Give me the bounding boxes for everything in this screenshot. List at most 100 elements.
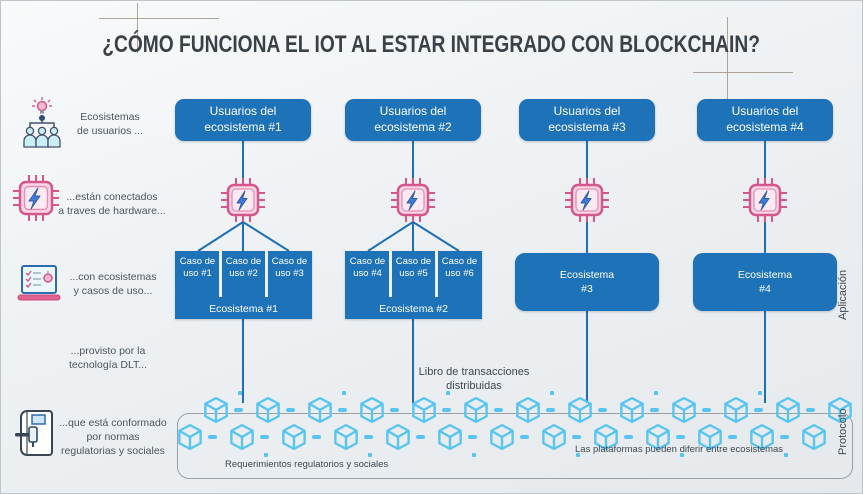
regulatory-note: Requerimientos regulatorios y sociales xyxy=(225,459,389,470)
chain-dot xyxy=(472,453,476,457)
chain-link-icon xyxy=(494,408,503,412)
chain-dot xyxy=(576,453,580,457)
ecosystem-2-group[interactable]: Caso de uso #4 Caso de uso #5 Caso de us… xyxy=(345,251,482,319)
crosshair-decoration xyxy=(99,18,219,19)
blockchain-cube-icon xyxy=(747,422,777,452)
chain-link-icon xyxy=(468,435,477,439)
chain-link-icon xyxy=(260,435,269,439)
chain-link-icon xyxy=(598,408,607,412)
divider xyxy=(435,251,438,297)
use-case-5-box[interactable]: Caso de uso #5 xyxy=(395,256,432,280)
application-layer-label: Aplicación xyxy=(837,269,849,321)
chain-link-icon xyxy=(416,435,425,439)
blockchain-cube-icon xyxy=(279,422,309,452)
chip-node-icon xyxy=(742,177,788,223)
crosshair-decoration xyxy=(137,3,138,53)
chain-link-icon xyxy=(338,408,347,412)
protocol-container xyxy=(177,413,853,479)
rail-label-dlt: ...provisto por la tecnología DLT... xyxy=(68,345,148,371)
chain-link-icon xyxy=(234,408,243,412)
chip-node-icon xyxy=(564,177,610,223)
blockchain-cube-icon xyxy=(825,395,855,425)
use-case-2-box[interactable]: Caso de uso #2 xyxy=(225,256,262,280)
ecosystem-4-box[interactable]: Ecosistema #4 xyxy=(693,253,837,311)
chain-dot xyxy=(758,391,762,395)
chain-dot xyxy=(238,391,242,395)
chain-dot xyxy=(680,453,684,457)
chain-link-icon xyxy=(650,408,659,412)
chain-link-icon xyxy=(728,435,737,439)
blockchain-cube-icon xyxy=(409,395,439,425)
blockchain-cube-icon xyxy=(539,422,569,452)
users-ecosystem-3-box[interactable]: Usuarios del ecosistema #3 xyxy=(519,99,655,141)
blockchain-cube-icon xyxy=(695,422,725,452)
page-title: ¿CÓMO FUNCIONA EL IOT AL ESTAR INTEGRADO… xyxy=(102,31,761,58)
divider xyxy=(219,251,222,297)
chain-dot xyxy=(264,453,268,457)
blockchain-cube-icon xyxy=(357,395,387,425)
blockchain-cube-icon xyxy=(565,395,595,425)
blockchain-cube-icon xyxy=(643,422,673,452)
chain-link-icon xyxy=(676,435,685,439)
blockchain-cube-icon xyxy=(227,422,257,452)
blockchain-cube-icon xyxy=(253,395,283,425)
chain-dot xyxy=(550,391,554,395)
users-ecosystem-4-box[interactable]: Usuarios del ecosistema #4 xyxy=(697,99,833,141)
chain-dot xyxy=(446,391,450,395)
ecosystem-3-box[interactable]: Ecosistema #3 xyxy=(515,253,659,311)
use-case-6-box[interactable]: Caso de uso #6 xyxy=(441,256,478,280)
divider xyxy=(265,251,268,297)
protocol-layer-label: Protocolo xyxy=(837,408,849,456)
use-case-3-box[interactable]: Caso de uso #3 xyxy=(271,256,308,280)
blockchain-cube-icon xyxy=(487,422,517,452)
chain-link-icon xyxy=(286,408,295,412)
chain-dot xyxy=(368,453,372,457)
blockchain-cube-icon xyxy=(721,395,751,425)
crosshair-decoration xyxy=(693,72,793,73)
blockchain-chain xyxy=(175,391,857,457)
laptop-checklist-icon xyxy=(15,263,63,308)
blockchain-cube-icon xyxy=(175,422,205,452)
chain-link-icon xyxy=(364,435,373,439)
blockchain-cube-icon xyxy=(461,395,491,425)
chain-link-icon xyxy=(572,435,581,439)
blockchain-cube-icon xyxy=(513,395,543,425)
blockchain-cube-icon xyxy=(591,422,621,452)
chain-link-icon xyxy=(754,408,763,412)
users-ecosystem-2-box[interactable]: Usuarios del ecosistema #2 xyxy=(345,99,481,141)
chain-dot xyxy=(654,391,658,395)
chip-icon xyxy=(13,175,59,226)
blockchain-cube-icon xyxy=(201,395,231,425)
ecosystem-2-label: Ecosistema #2 xyxy=(379,303,448,315)
use-case-4-box[interactable]: Caso de uso #4 xyxy=(349,256,386,280)
blockchain-cube-icon xyxy=(305,395,335,425)
blockchain-cube-icon xyxy=(331,422,361,452)
users-lightbulb-icon xyxy=(19,97,65,156)
law-book-icon xyxy=(13,407,59,464)
chain-link-icon xyxy=(546,408,555,412)
chain-dot xyxy=(342,391,346,395)
chain-link-icon xyxy=(312,435,321,439)
crosshair-decoration xyxy=(727,17,728,107)
blockchain-cube-icon xyxy=(383,422,413,452)
chip-node-icon xyxy=(390,177,436,223)
chain-link-icon xyxy=(208,435,217,439)
rail-label-hardware: ...están conectados a traves de hardware… xyxy=(58,191,166,217)
blockchain-cube-icon xyxy=(617,395,647,425)
chain-link-icon xyxy=(624,435,633,439)
blockchain-cube-icon xyxy=(799,422,829,452)
blockchain-cube-icon xyxy=(773,395,803,425)
chain-link-icon xyxy=(702,408,711,412)
rail-label-users: Ecosistemas de usuarios ... xyxy=(77,111,143,137)
rail-label-usecases: ...con ecosistemas y casos de uso... xyxy=(69,271,157,297)
chain-dot xyxy=(784,453,788,457)
blockchain-cube-icon xyxy=(435,422,465,452)
blockchain-cube-icon xyxy=(669,395,699,425)
ledger-label: Libro de transacciones distribuidas xyxy=(418,366,530,393)
users-ecosystem-1-box[interactable]: Usuarios del ecosistema #1 xyxy=(175,99,311,141)
use-case-1-box[interactable]: Caso de uso #1 xyxy=(179,256,216,280)
chain-link-icon xyxy=(442,408,451,412)
ecosystem-1-group[interactable]: Caso de uso #1 Caso de uso #2 Caso de us… xyxy=(175,251,312,319)
chain-link-icon xyxy=(806,408,815,412)
chain-link-icon xyxy=(520,435,529,439)
